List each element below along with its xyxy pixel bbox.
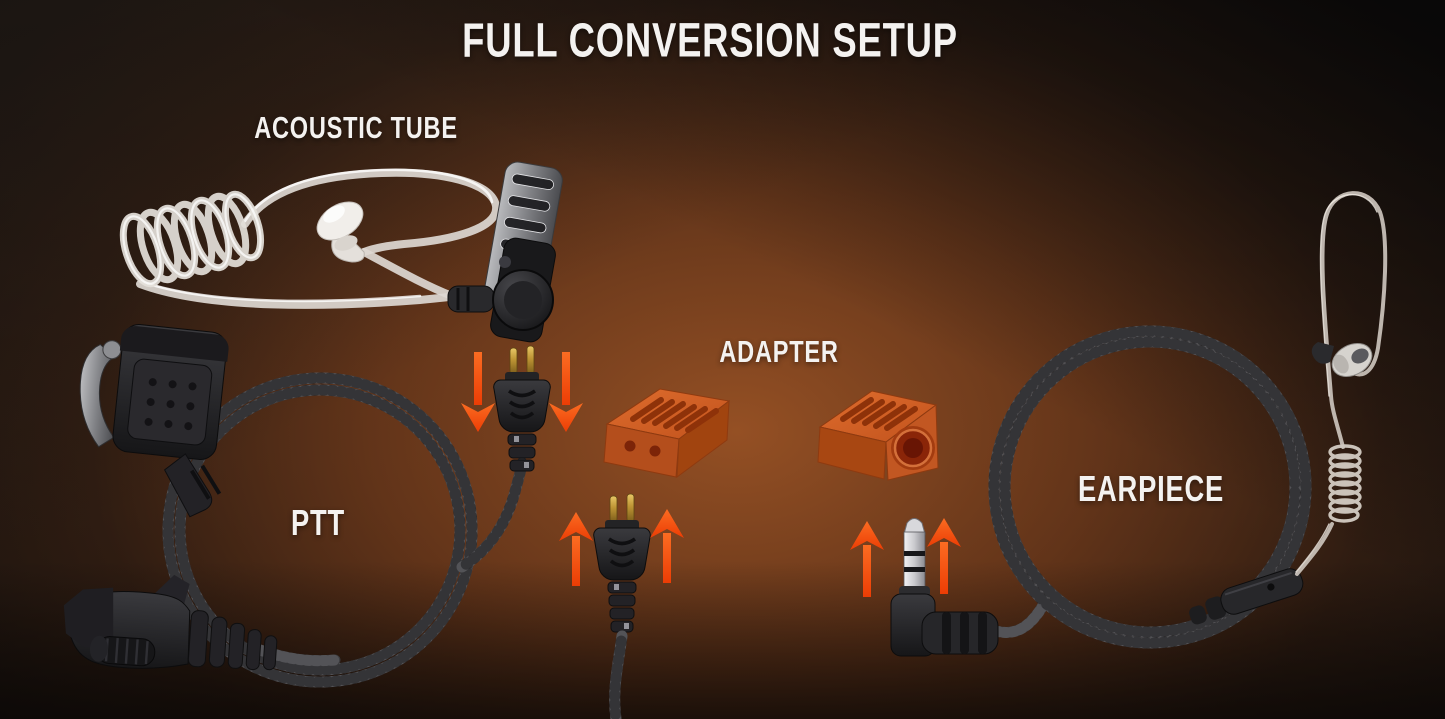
adapter-pin-holes (624, 440, 661, 457)
adapter-two-pin-side (603, 388, 731, 479)
two-pin-gold-pins (509, 345, 535, 375)
plug-strain-ribs (942, 612, 987, 654)
arrow-down-left (461, 352, 495, 432)
earpiece-tube-coil (1328, 444, 1362, 523)
radio-connector-strain-relief (187, 610, 278, 671)
ptt-cable-loop (162, 372, 478, 688)
arrow-down-right (549, 352, 583, 432)
jack-plug-3-5mm (890, 518, 1050, 657)
arrow-up-right-left (850, 521, 884, 597)
plug-tip-barrel (903, 531, 926, 589)
acoustic-tube-drop (360, 248, 456, 300)
label-adapter: ADAPTER (719, 334, 839, 369)
acoustic-tube-coil (119, 190, 265, 288)
strain-relief (507, 433, 537, 472)
label-acoustic-tube: ACOUSTIC TUBE (254, 110, 458, 145)
ptt-assembly (63, 323, 528, 688)
label-earpiece: EARPIECE (1078, 468, 1224, 509)
arrow-up-mid-left (559, 512, 593, 586)
earpiece-assembly (988, 191, 1388, 649)
speaker-housing (447, 269, 554, 331)
two-pin-connector-top (493, 345, 551, 472)
inline-connector (1189, 568, 1304, 625)
adapter-vents (840, 397, 918, 431)
arrow-up-right-right (927, 518, 961, 594)
radio-connector (63, 574, 341, 671)
clip-speaker-unit (447, 161, 563, 343)
thumbscrew (89, 635, 156, 667)
page-title: FULL CONVERSION SETUP (462, 14, 958, 68)
acoustic-tube-assembly (119, 161, 563, 343)
two-pin-connector-bottom (593, 493, 651, 719)
arrow-up-mid-right (650, 509, 684, 583)
adapter-vents (630, 397, 719, 433)
adapter-jack-side (817, 390, 939, 481)
ear-bud (1311, 342, 1373, 378)
earpiece-cable-loop (988, 325, 1312, 649)
ptt-keypad-dots (144, 378, 197, 431)
two-pin-gold-pins (609, 493, 635, 523)
ptt-button (79, 323, 229, 518)
ear-tip (316, 201, 365, 263)
connection-arrows (461, 352, 961, 597)
label-ptt: PTT (291, 502, 345, 543)
strain-relief (607, 581, 637, 633)
adapter-jack-hole (891, 426, 935, 470)
